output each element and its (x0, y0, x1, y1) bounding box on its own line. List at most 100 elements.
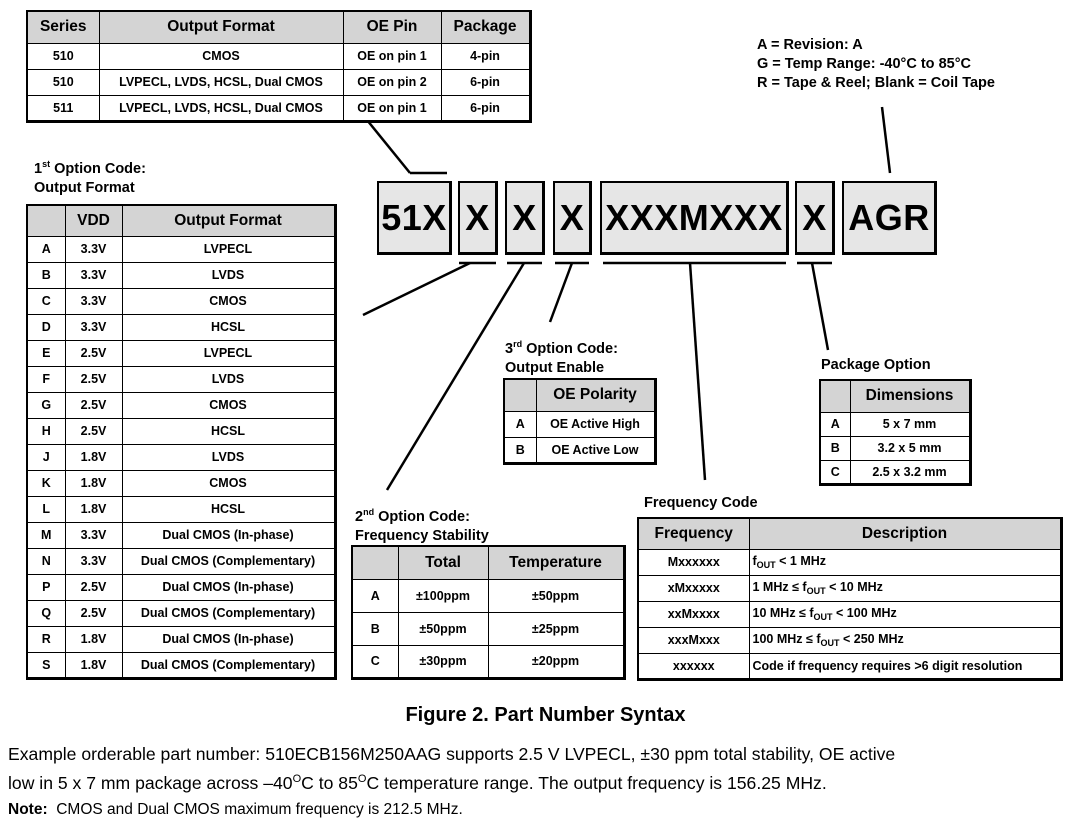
package-label: Package Option (821, 357, 931, 373)
table-cell: 2.5V (64, 365, 123, 393)
legend-temp-range: G = Temp Range: -40°C to 85°C (757, 56, 971, 72)
table-cell: 2.5V (64, 417, 123, 445)
header-cell (351, 545, 399, 580)
table-cell: J (26, 443, 66, 471)
table-row: A OE Active High (503, 410, 656, 438)
table-cell: ±20ppm (487, 644, 625, 679)
table-cell: Dual CMOS (Complementary) (121, 599, 336, 627)
table-cell: 3.3V (64, 313, 123, 341)
table-cell: 1.8V (64, 495, 123, 523)
table-row: C ±30ppm ±20ppm (351, 644, 625, 679)
description-text: Code if frequency requires >6 digit reso… (752, 658, 1023, 673)
table-row: B OE Active Low (503, 436, 656, 464)
table-cell: LVPECL, LVDS, HCSL, Dual CMOS (98, 68, 344, 96)
table-cell: HCSL (121, 313, 336, 341)
table-cell: LVPECL, LVDS, HCSL, Dual CMOS (98, 94, 344, 122)
header-cell (26, 204, 66, 237)
option1-label-prefix: 1 (34, 160, 43, 177)
table-cell: A (26, 235, 66, 263)
legend-revision: A = Revision: A (757, 37, 863, 53)
fout-symbol: f (802, 580, 807, 594)
table-cell: F (26, 365, 66, 393)
table-cell: C (26, 287, 66, 315)
option3-label-prefix: 3 (505, 340, 514, 357)
table-cell: 2.5V (64, 599, 123, 627)
example-line2b: C to 85 (301, 772, 358, 793)
table-cell: B (503, 436, 537, 464)
table-cell: 2.5V (64, 573, 123, 601)
table-cell: CMOS (121, 287, 336, 315)
frequency-stability-table: Total Temperature A ±100ppm ±50ppm B ±50… (351, 545, 626, 680)
table-cell: ±50ppm (397, 611, 489, 646)
header-cell: Frequency (637, 517, 750, 550)
frequency-code-cell: xxxxxx (637, 652, 750, 680)
frequency-code-cell: Mxxxxxx (637, 548, 750, 576)
table-cell: E (26, 339, 66, 367)
table-cell: 510 (26, 42, 100, 70)
table-cell: R (26, 625, 66, 653)
example-line2a: low in 5 x 7 mm package across –40 (8, 772, 293, 793)
table-cell: 2.5 x 3.2 mm (849, 459, 971, 485)
table-cell: 3.3V (64, 547, 123, 575)
table-cell: 5 x 7 mm (849, 411, 971, 437)
part-box-series: 51X (377, 181, 452, 255)
part-box-frequency: XXXMXXX (600, 181, 789, 255)
table-cell: 510 (26, 68, 100, 96)
degree-sup: O (357, 773, 367, 785)
header-cell: Output Format (121, 204, 336, 237)
opt3-connector (548, 262, 574, 323)
output-format-header: VDD Output Format (26, 204, 336, 237)
table-cell: OE on pin 1 (342, 42, 442, 70)
option1-label-line2: Output Format (34, 179, 135, 196)
table-cell: H (26, 417, 66, 445)
table-cell: 1.8V (64, 625, 123, 653)
option2-label-rest: Option Code: (374, 508, 470, 525)
table-cell: Dual CMOS (Complementary) (121, 651, 336, 679)
header-cell: Dimensions (849, 379, 971, 413)
option3-label: 3rd Option Code: Output Enable (505, 335, 618, 378)
table-cell: A (819, 411, 851, 437)
fout-subscript: OUT (756, 560, 776, 570)
table-cell: M (26, 521, 66, 549)
table-cell: G (26, 391, 66, 419)
fout-symbol: f (816, 632, 821, 646)
table-cell: 1.8V (64, 469, 123, 497)
header-cell: Description (748, 517, 1062, 550)
figure-caption: Figure 2. Part Number Syntax (405, 704, 686, 726)
table-cell: 4-pin (440, 42, 531, 70)
table-cell: 1.8V (64, 443, 123, 471)
description-pre: 100 MHz ≤ (752, 632, 817, 646)
table-cell: OE on pin 2 (342, 68, 442, 96)
table-row: 510 LVPECL, LVDS, HCSL, Dual CMOS OE on … (26, 68, 531, 96)
frequency-header: Frequency Description (637, 517, 1062, 550)
part-box-option2: X (505, 181, 545, 255)
table-cell: LVPECL (121, 339, 336, 367)
table-cell: LVDS (121, 261, 336, 289)
option2-label: 2nd Option Code: Frequency Stability (355, 503, 489, 546)
table-cell: CMOS (121, 391, 336, 419)
stability-header: Total Temperature (351, 545, 625, 580)
table-cell: CMOS (121, 469, 336, 497)
table-cell: Dual CMOS (In-phase) (121, 521, 336, 549)
table-cell: B (819, 435, 851, 461)
table-cell: LVDS (121, 365, 336, 393)
table-cell: S (26, 651, 66, 679)
table-cell: C (351, 644, 399, 679)
table-cell: OE Active High (535, 410, 656, 438)
table-cell: Q (26, 599, 66, 627)
pkg-connector (810, 262, 830, 351)
option3-label-line2: Output Enable (505, 359, 605, 376)
